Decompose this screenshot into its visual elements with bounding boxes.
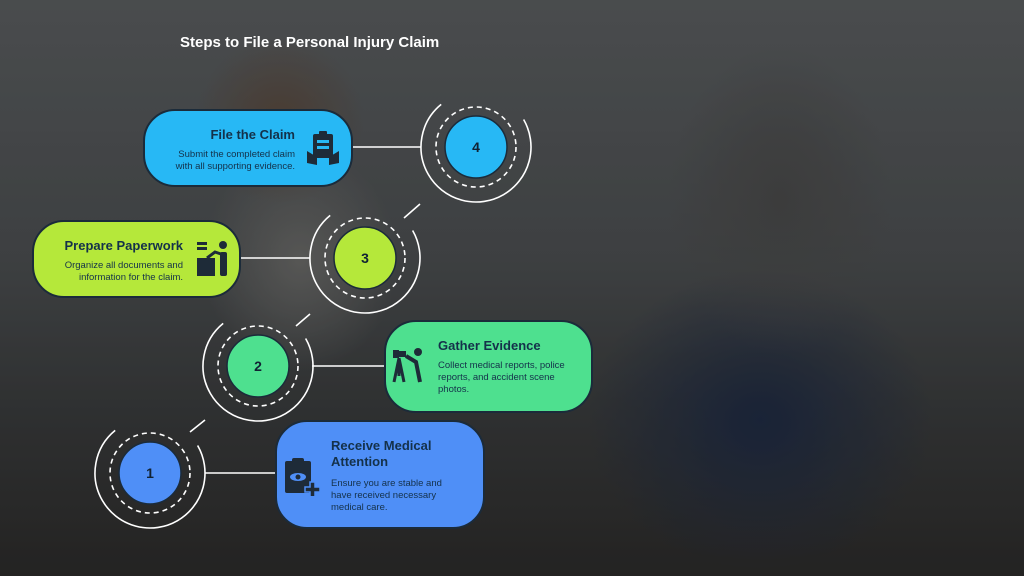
step-1-circle [118,441,182,505]
clipboard-medical-icon [285,458,321,496]
step-3-card: Prepare Paperwork Organize all documents… [32,220,241,298]
step-4-card: File the Claim Submit the completed clai… [143,109,353,187]
step-2-description: Collect medical reports, police reports,… [438,360,565,395]
step-1-number: 1 [146,465,154,481]
step-4-title: File the Claim [210,127,295,142]
photographer-camera-icon [392,348,422,383]
step-3-description: Organize all documents and information f… [64,260,183,283]
link-3-4 [403,203,421,219]
step-1-card: Receive Medical Attention Ensure you are… [275,420,485,529]
step-3-circle [333,226,397,290]
step-2-circle [226,334,290,398]
link-2-3 [295,313,311,327]
step-1-description: Ensure you are stable and have received … [331,478,442,513]
step-3-title: Prepare Paperwork [64,238,183,253]
step-3-number: 3 [361,250,369,266]
step-1-title: Receive Medical Attention [331,438,432,469]
link-1-2 [189,419,206,433]
page-title: Steps to File a Personal Injury Claim [180,34,440,51]
hands-holding-document-icon [307,131,339,165]
step-4-description: Submit the completed claim with all supp… [175,149,295,172]
step-4-circle [444,115,508,179]
step-2-card: Gather Evidence Collect medical reports,… [384,320,593,413]
step-4-number: 4 [472,139,480,155]
step-2-number: 2 [254,358,262,374]
step-2-title: Gather Evidence [438,338,541,353]
person-at-desk-icon [197,241,227,276]
